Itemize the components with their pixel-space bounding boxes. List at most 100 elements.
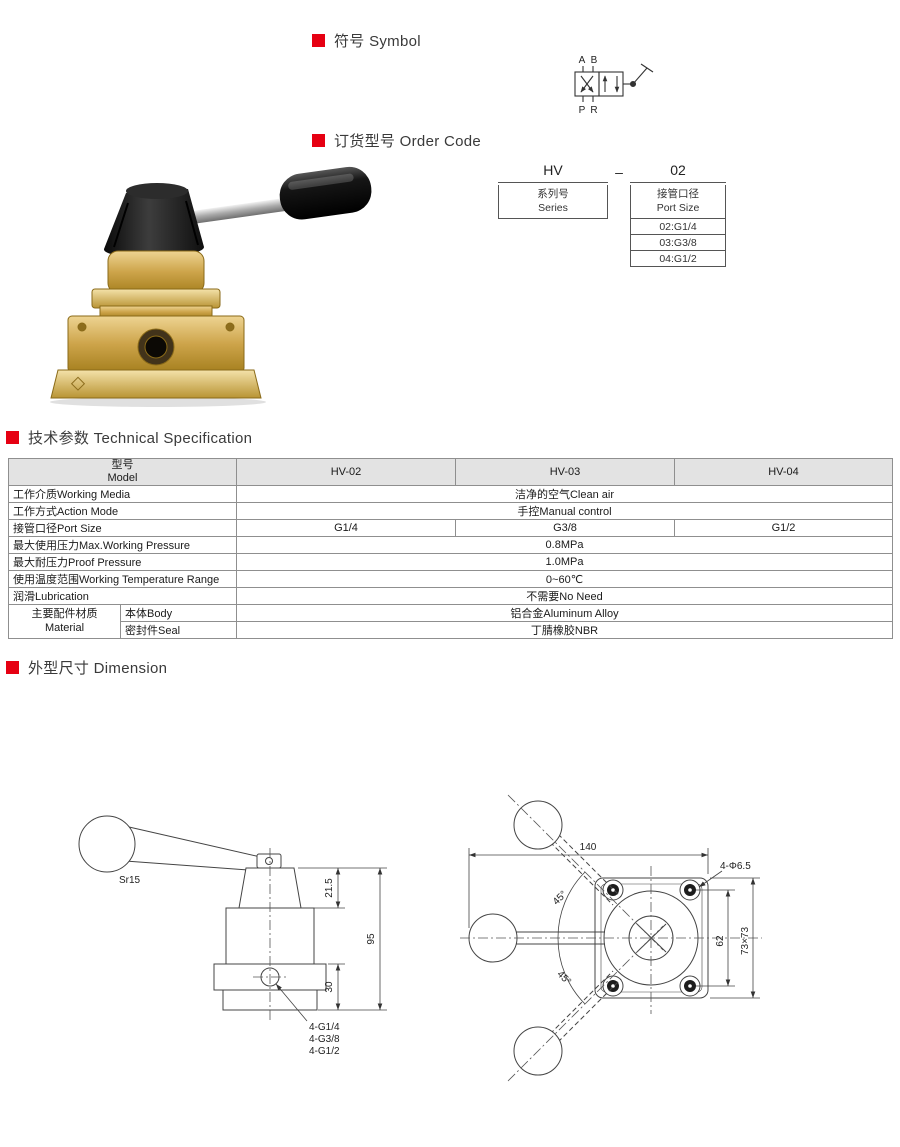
spec-value: 手控Manual control: [236, 502, 893, 521]
red-square-bullet-icon: [312, 34, 325, 47]
spec-header-model-cell: 型号 Model: [8, 457, 237, 487]
angle-upper-label: 45°: [551, 889, 569, 907]
side-view-centerlines: [253, 848, 287, 1021]
spec-row-action-mode: 工作方式Action Mode 手控Manual control: [8, 502, 893, 521]
spec-value: 0~60℃: [236, 570, 893, 589]
product-shadow: [50, 397, 266, 407]
spec-row-material-seal: 密封件Seal 丁腈橡胶NBR: [9, 621, 893, 640]
order-code-title-text: 订货型号 Order Code: [334, 133, 482, 150]
order-code-series-box: 系列号 Series: [498, 185, 608, 220]
material-value: 铝合金Aluminum Alloy: [236, 604, 893, 623]
side-view-valve-outline: [78, 815, 327, 1011]
symbol-port-r-label: R: [590, 105, 597, 116]
material-label-cell: 主要配件材质 Material: [8, 604, 121, 640]
material-label-en: Material: [44, 621, 85, 634]
tech-spec-section-title: 技术参数 Technical Specification: [6, 427, 252, 448]
top-view-drawing: 140 4-Φ6.5 62 73×73 45° 45°: [460, 794, 762, 1082]
spec-row-lubrication: 润滑Lubrication 不需要No Need: [8, 587, 893, 606]
symbol-lever-icon: [623, 63, 654, 88]
spec-row-working-media: 工作介质Working Media 洁净的空气Clean air: [8, 485, 893, 504]
spec-value: G1/2: [674, 519, 893, 538]
top-height-dim: 21.5: [324, 878, 335, 898]
order-code-port-box: 接管口径 Port Size: [630, 185, 726, 220]
symbol-section-title: 符号 Symbol: [312, 30, 421, 51]
spec-header-col: HV-04: [674, 457, 893, 487]
valve-knob: [103, 183, 204, 258]
valve-symbol-diagram: A B P R: [574, 55, 654, 116]
material-value: 丁腈橡胶NBR: [236, 621, 893, 640]
symbol-port-p-label: P: [579, 105, 586, 116]
spec-label: 工作方式Action Mode: [8, 502, 237, 521]
spec-value: 不需要No Need: [236, 587, 893, 606]
side-view-dimension-lines: [275, 867, 387, 1022]
spec-header-col: HV-03: [455, 457, 675, 487]
model-label-cn: 型号: [111, 459, 134, 471]
port-option: 02:G1/4: [630, 219, 726, 236]
sphere-radius-label: Sr15: [119, 875, 141, 886]
spec-value: 0.8MPa: [236, 536, 893, 555]
port-option: 04:G1/2: [630, 251, 726, 268]
red-square-bullet-icon: [6, 431, 19, 444]
product-photo: [50, 166, 372, 407]
spec-label: 最大使用压力Max.Working Pressure: [8, 536, 237, 555]
port-label-cn: 接管口径: [657, 188, 699, 200]
red-square-bullet-icon: [6, 661, 19, 674]
order-code-port-column: 接管口径 Port Size 02:G1/4 03:G3/8 04:G1/2: [630, 185, 726, 268]
dimension-title-text: 外型尺寸 Dimension: [28, 660, 168, 677]
mounting-holes-label: 4-Φ6.5: [720, 861, 751, 872]
port-label-en: Port Size: [656, 202, 700, 215]
spec-row-max-pressure: 最大使用压力Max.Working Pressure 0.8MPa: [8, 536, 893, 555]
dimension-section-title: 外型尺寸 Dimension: [6, 657, 167, 678]
red-square-bullet-icon: [312, 134, 325, 147]
material-label-cn: 主要配件材质: [31, 608, 98, 621]
angle-arcs: [557, 871, 586, 1005]
tech-spec-title-text: 技术参数 Technical Specification: [28, 430, 253, 447]
brand-mark-icon: [70, 376, 86, 391]
port-option: 03:G3/8: [630, 235, 726, 252]
spec-label: 工作介质Working Media: [8, 485, 237, 504]
spec-label: 接管口径Port Size: [8, 519, 237, 538]
material-part: 本体Body: [120, 604, 237, 623]
symbol-port-a-label: A: [579, 55, 586, 66]
spec-value: 洁净的空气Clean air: [236, 485, 893, 504]
material-part: 密封件Seal: [120, 621, 237, 640]
symbol-valve-squares: [574, 66, 624, 102]
lever-phantom-positions: [549, 833, 622, 1043]
hole-spacing-dim: 62: [715, 935, 726, 947]
spec-row-proof-pressure: 最大耐压力Proof Pressure 1.0MPa: [8, 553, 893, 572]
spec-row-port-size: 接管口径Port Size G1/4 G3/8 G1/2: [8, 519, 893, 538]
symbol-port-b-label: B: [591, 55, 598, 66]
port-thread-label: 4-G1/2: [309, 1046, 340, 1057]
order-code-separator: –: [615, 164, 623, 180]
series-label-en: Series: [538, 202, 568, 215]
spec-row-material-body: 主要配件材质 Material 本体Body 铝合金Aluminum Alloy: [8, 604, 893, 640]
symbol-title-text: 符号 Symbol: [334, 33, 421, 50]
port-thread-label: 4-G1/4: [309, 1022, 340, 1033]
body-size-dim: 73×73: [740, 927, 751, 956]
side-view-drawing: Sr15 21.5 30 95 4-G1/4 4-G3/8 4-G1/2: [78, 815, 387, 1057]
spec-label: 润滑Lubrication: [8, 587, 237, 606]
order-code-series-value: HV: [498, 162, 608, 183]
series-label-cn: 系列号: [537, 188, 569, 200]
top-view-dimension-lines: [468, 848, 760, 999]
order-code-series-column: 系列号 Series: [498, 185, 608, 220]
spec-value: G1/4: [236, 519, 456, 538]
spec-value: 1.0MPa: [236, 553, 893, 572]
port-thread-label: 4-G3/8: [309, 1034, 340, 1045]
spec-label: 最大耐压力Proof Pressure: [8, 553, 237, 572]
valve-body-gold: [50, 250, 262, 399]
order-code-section-title: 订货型号 Order Code: [312, 130, 481, 151]
lever-ball: [78, 815, 136, 873]
spec-header-col: HV-02: [236, 457, 456, 487]
top-view-centerlines: [460, 794, 762, 1082]
spec-value: G3/8: [455, 519, 675, 538]
valve-handle: [177, 166, 372, 226]
base-height-dim: 30: [324, 981, 335, 993]
spec-row-temperature: 使用温度范围Working Temperature Range 0~60℃: [8, 570, 893, 589]
spec-label: 使用温度范围Working Temperature Range: [8, 570, 237, 589]
total-height-dim: 95: [366, 933, 377, 945]
model-label-en: Model: [107, 472, 138, 485]
spec-table: 型号 Model HV-02 HV-03 HV-04 工作介质Working M…: [8, 457, 893, 640]
lever-span-dim: 140: [580, 842, 597, 853]
